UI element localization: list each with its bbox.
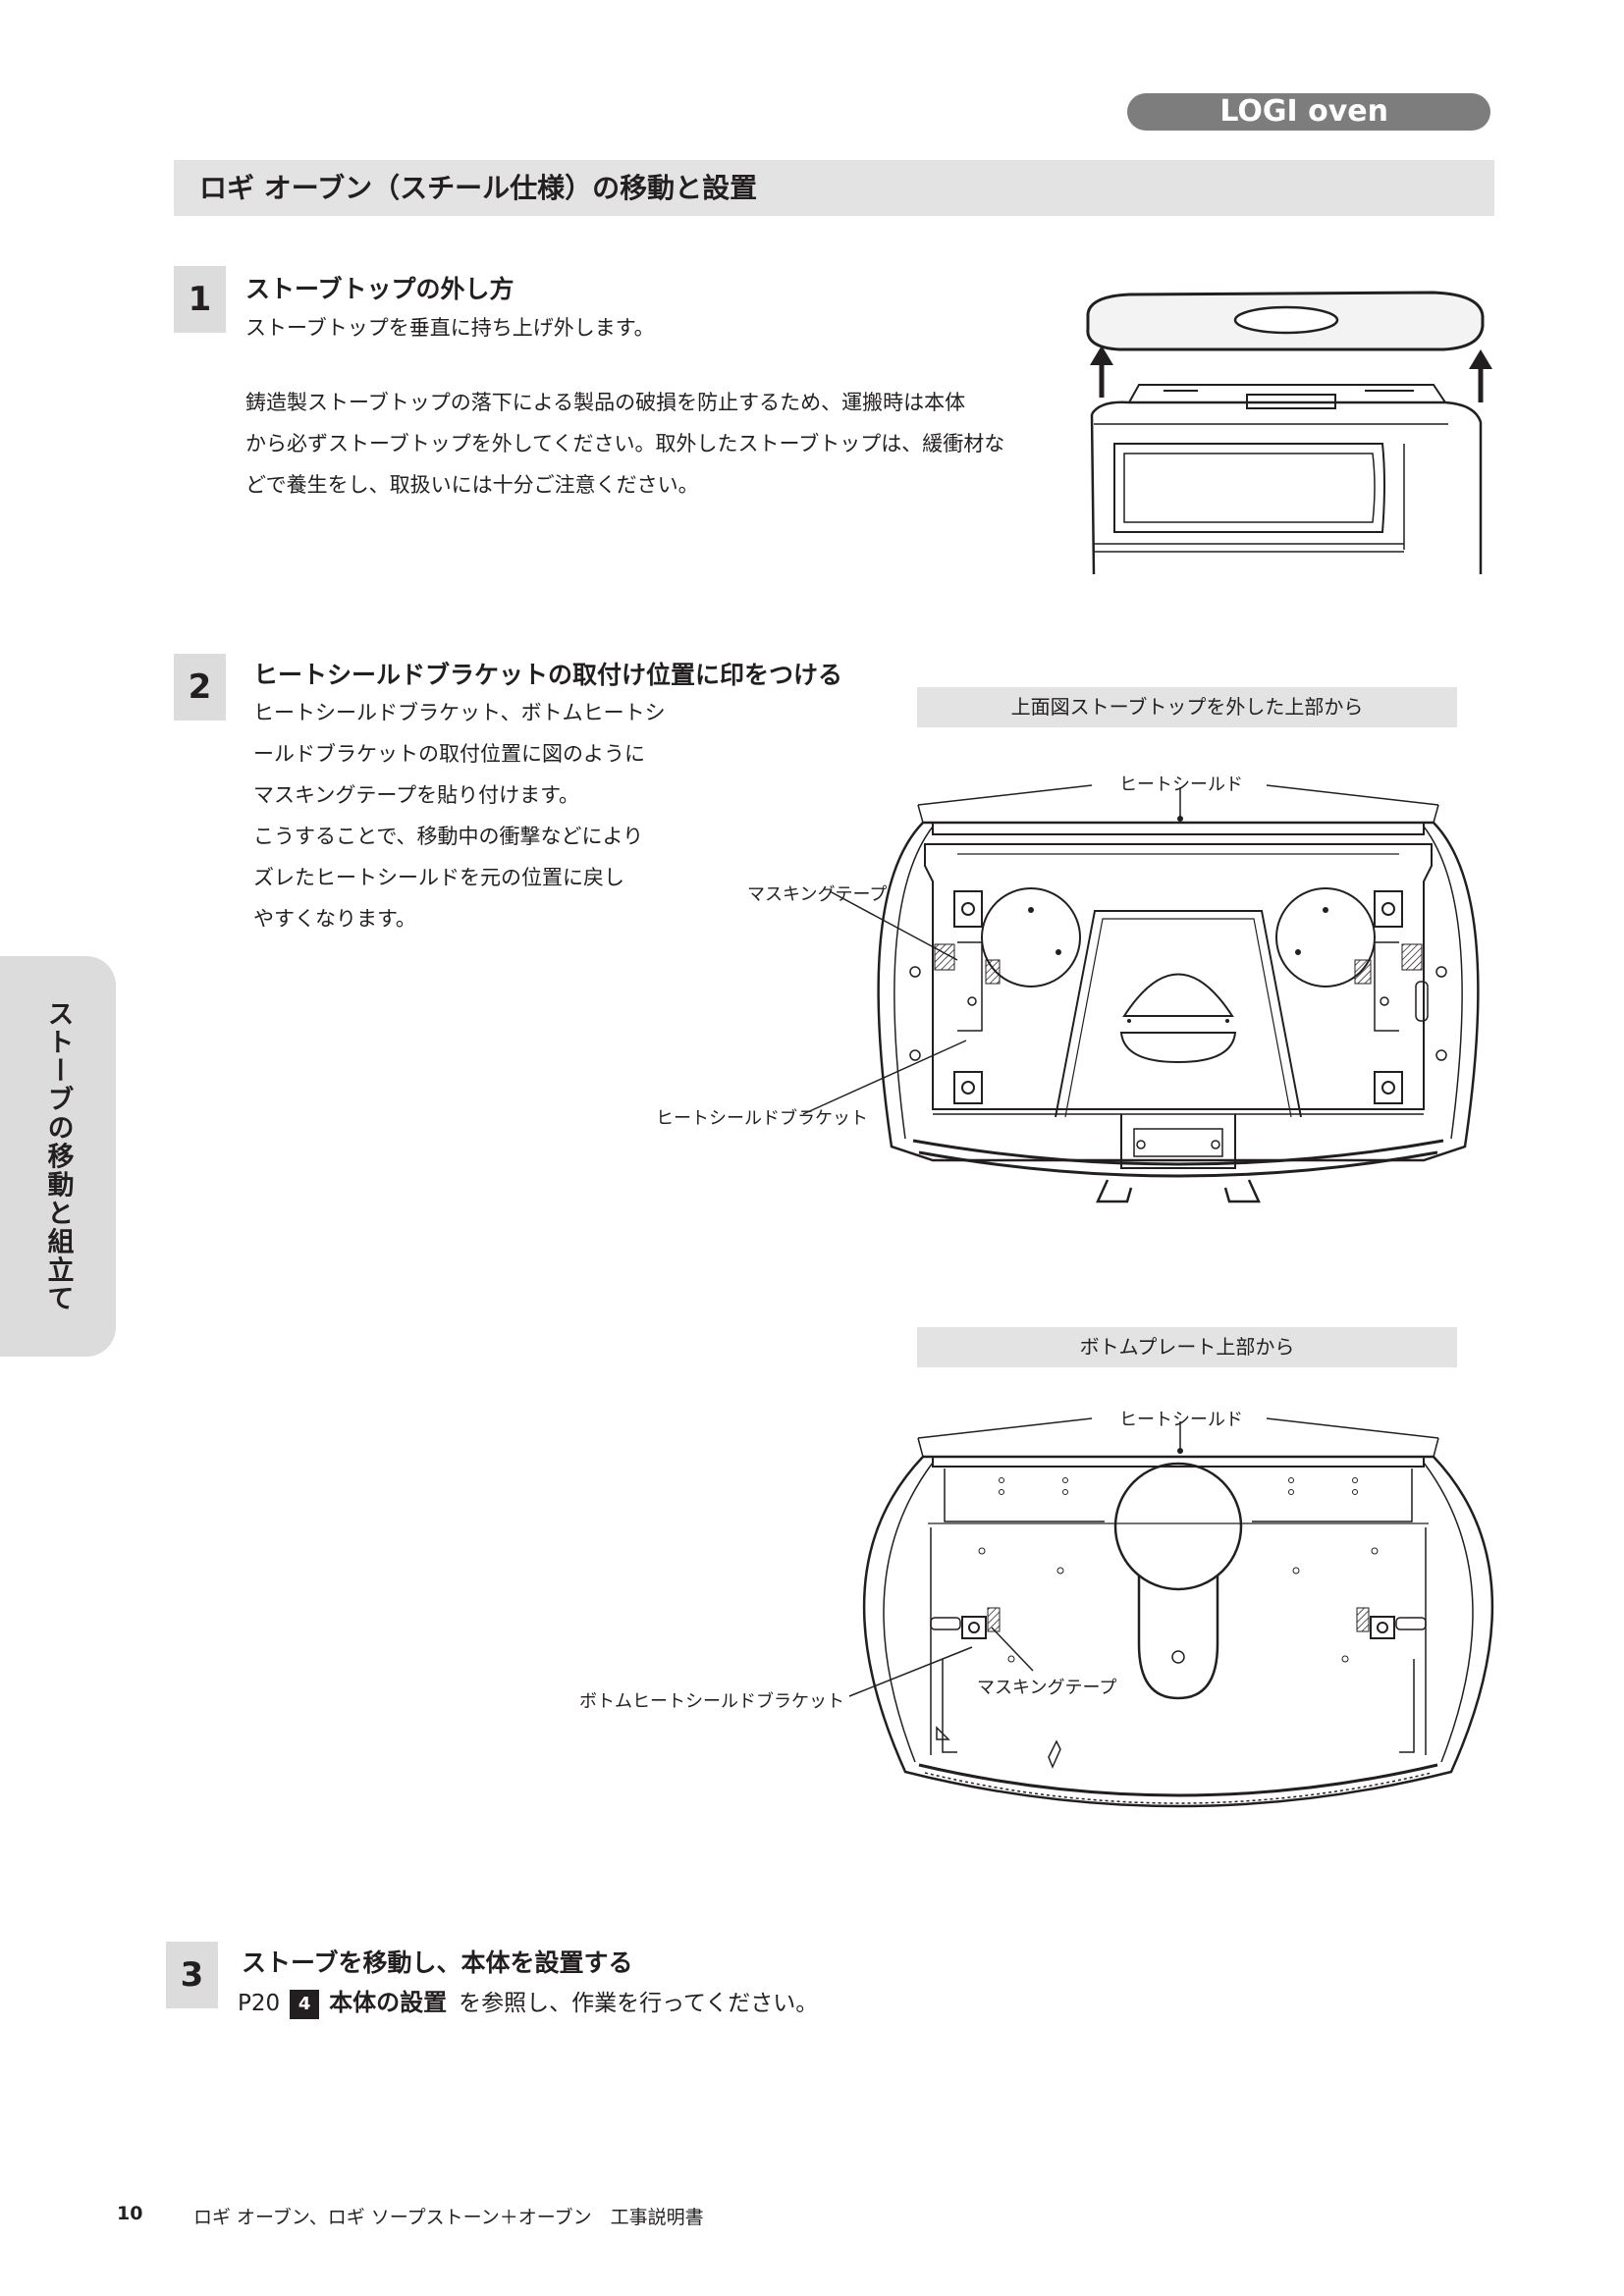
text-line: こうすることで、移動中の衝撃などにより [253, 825, 644, 848]
figure1-label-bracket: ヒートシールドブラケット [656, 1108, 868, 1129]
product-badge: LOGI oven [1127, 93, 1490, 131]
step-number-1: 1 [174, 266, 226, 333]
footer-doc-title: ロギ オーブン、ロギ ソープストーン＋オーブン 工事説明書 [193, 2207, 704, 2228]
step2-heading: ヒートシールドブラケットの取付け位置に印をつける [253, 661, 843, 689]
stove-top-illustration [1086, 291, 1492, 575]
step1-paragraph: 鋳造製ストーブトップの落下による製品の破損を防止するため、運搬時は本体 から必ず… [245, 382, 1004, 506]
figure2-label-masking-tape: マスキングテープ [977, 1678, 1117, 1698]
ref-suffix: を参照し、作業を行ってください。 [459, 1991, 819, 2016]
text-line: ズレたヒートシールドを元の位置に戻し [253, 866, 624, 889]
section-title: ロギ オーブン（スチール仕様）の移動と設置 [174, 160, 1494, 216]
ref-title[interactable]: 本体の設置 [329, 1989, 448, 2016]
side-tab: ストーブの移動と組立て [0, 956, 116, 1357]
figure1-label-masking-tape: マスキングテープ [747, 884, 888, 905]
text-line: ールドブラケットの取付位置に図のように [253, 742, 645, 766]
page-number: 10 [117, 2203, 143, 2224]
ref-page: P20 [238, 1991, 281, 2016]
figure2-label-bottom-bracket: ボトムヒートシールドブラケット [579, 1691, 844, 1712]
figure1-label-heat-shield: ヒートシールド [1119, 774, 1243, 795]
figure1-caption: 上面図ストーブトップを外した上部から [917, 687, 1457, 727]
figure2-label-heat-shield: ヒートシールド [1119, 1410, 1243, 1430]
step1-line: ストーブトップを垂直に持ち上げ外します。 [245, 316, 655, 340]
side-tab-label: ストーブの移動と組立て [42, 999, 74, 1313]
step3-reference: P20 4 本体の設置を参照し、作業を行ってください。 [238, 1986, 818, 2020]
step-number-2: 2 [174, 654, 226, 721]
step1-heading: ストーブトップの外し方 [245, 275, 514, 303]
step3-heading: ストーブを移動し、本体を設置する [242, 1949, 633, 1977]
figure2-caption: ボトムプレート上部から [917, 1327, 1457, 1367]
text-line: から必ずストーブトップを外してください。取外したストーブトップは、緩衝材な [245, 432, 1005, 455]
top-view-diagram [802, 784, 1480, 1203]
step2-paragraph: ヒートシールドブラケット、ボトムヒートシ ールドブラケットの取付位置に図のように… [253, 692, 666, 939]
text-line: マスキングテープを貼り付けます。 [253, 783, 580, 807]
text-line: どで養生をし、取扱いには十分ご注意ください。 [245, 473, 699, 497]
text-line: やすくなります。 [253, 907, 416, 931]
text-line: ヒートシールドブラケット、ボトムヒートシ [253, 701, 666, 724]
text-line: 鋳造製ストーブトップの落下による製品の破損を防止するため、運搬時は本体 [245, 391, 966, 414]
step-number-3: 3 [166, 1942, 218, 2008]
ref-step-badge: 4 [290, 1989, 320, 2019]
bottom-view-diagram [848, 1417, 1494, 1808]
